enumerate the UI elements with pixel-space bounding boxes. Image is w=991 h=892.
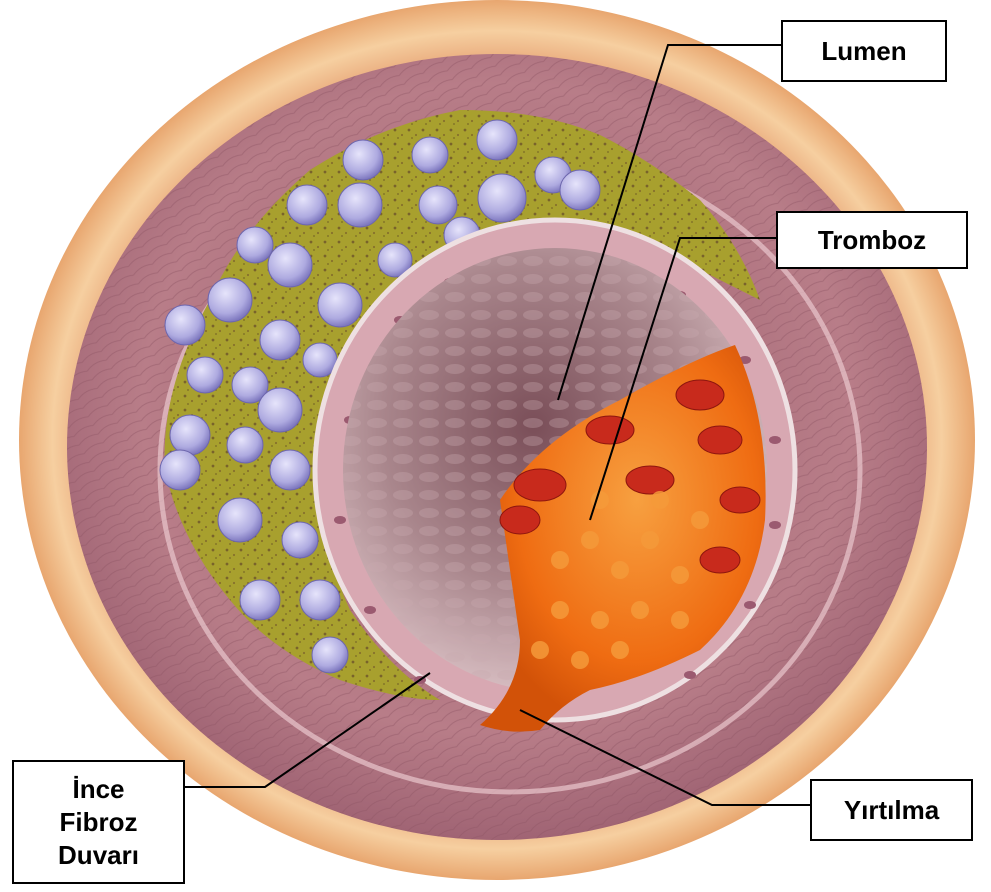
label-ince-fibroz-duvari: İnce Fibroz Duvarı [12, 760, 185, 884]
label-tromboz-text: Tromboz [818, 225, 926, 256]
label-lumen: Lumen [781, 20, 947, 82]
label-tromboz: Tromboz [776, 211, 968, 269]
label-lumen-text: Lumen [821, 36, 906, 67]
label-ince-line2: Fibroz [60, 806, 138, 839]
label-ince-line1: İnce [72, 773, 124, 806]
label-ince-line3: Duvarı [58, 839, 139, 872]
label-yirtilma: Yırtılma [810, 779, 973, 841]
label-yirtilma-text: Yırtılma [844, 795, 939, 826]
